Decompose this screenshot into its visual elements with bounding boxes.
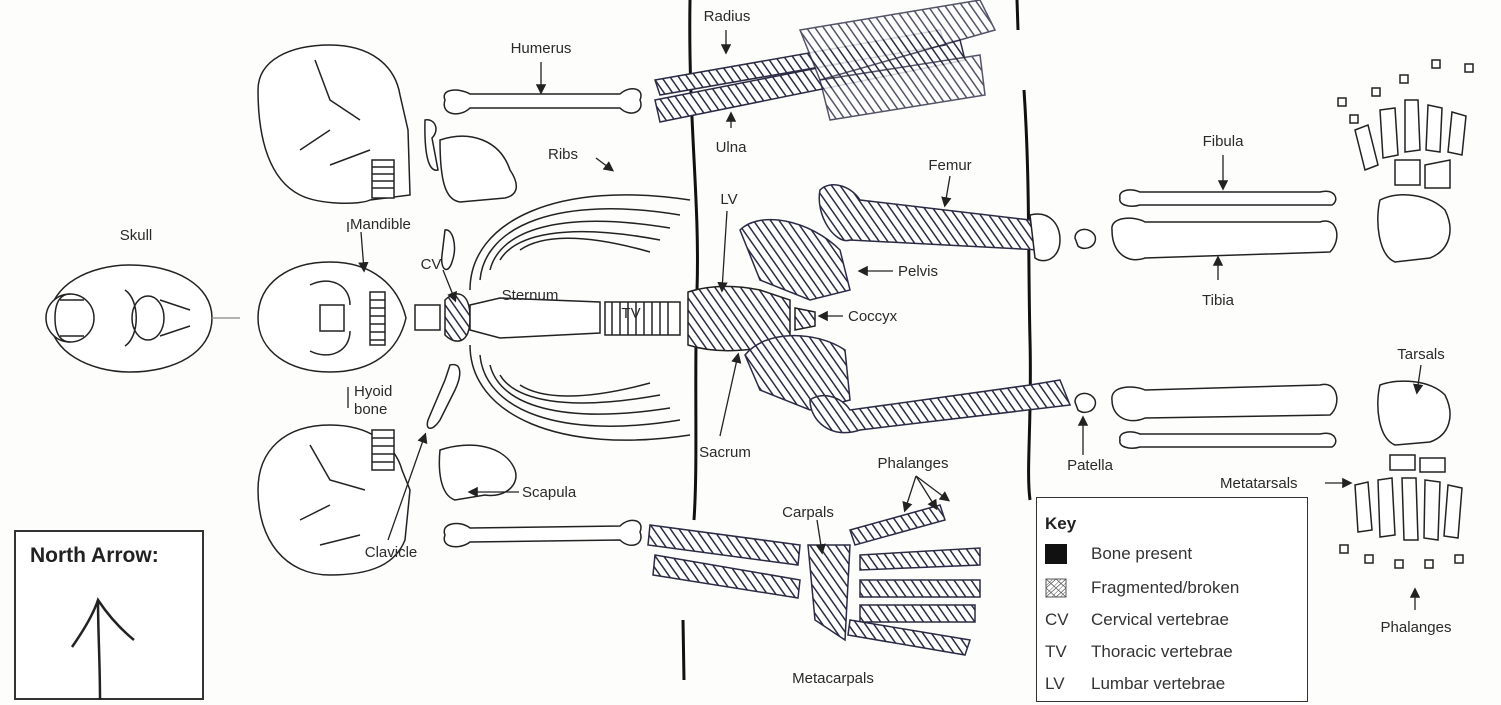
key-title: Key xyxy=(1045,514,1076,534)
label-sternum: Sternum xyxy=(502,287,559,304)
label-phalanges-hand: Phalanges xyxy=(878,455,949,472)
scapula-upper xyxy=(425,120,516,202)
north-arrow-icon xyxy=(16,572,206,702)
skull-upper xyxy=(258,45,410,203)
key-label: Bone present xyxy=(1091,544,1192,564)
label-pelvis: Pelvis xyxy=(898,263,938,280)
north-arrow-box: North Arrow: xyxy=(14,530,204,700)
label-ribs: Ribs xyxy=(548,146,578,163)
label-scapula: Scapula xyxy=(522,484,576,501)
key-label: Lumbar vertebrae xyxy=(1091,674,1225,694)
label-fibula: Fibula xyxy=(1203,133,1244,150)
key-symbol: LV xyxy=(1045,674,1067,694)
label-skull: Skull xyxy=(120,227,153,244)
label-metacarpals: Metacarpals xyxy=(792,670,874,687)
label-lv: LV xyxy=(720,191,737,208)
solid-swatch-icon xyxy=(1045,544,1067,564)
hatched-swatch-icon xyxy=(1045,578,1067,598)
foot-lower xyxy=(1340,381,1463,568)
leg-upper xyxy=(1112,190,1337,260)
key-symbol: TV xyxy=(1045,642,1067,662)
femur-lower xyxy=(810,380,1095,433)
label-tv: TV xyxy=(621,305,640,322)
forearm-lower xyxy=(648,505,980,655)
label-patella: Patella xyxy=(1067,457,1113,474)
north-arrow-title: North Arrow: xyxy=(30,544,159,568)
key-label: Fragmented/broken xyxy=(1091,578,1239,598)
label-metatarsals: Metatarsals xyxy=(1220,475,1298,492)
humerus-upper xyxy=(444,89,641,114)
label-humerus: Humerus xyxy=(511,40,572,57)
label-sacrum: Sacrum xyxy=(699,444,751,461)
spine xyxy=(415,286,815,350)
label-mandible: Mandible xyxy=(350,216,411,233)
label-cv: CV xyxy=(421,256,442,273)
legend-key: Key Bone present Fragmented/broken CV Ce… xyxy=(1036,497,1308,702)
label-coccyx: Coccyx xyxy=(848,308,897,325)
key-label: Thoracic vertebrae xyxy=(1091,642,1233,662)
label-hyoid-line1: Hyoid xyxy=(354,383,392,400)
humerus-lower xyxy=(444,520,641,546)
label-femur: Femur xyxy=(928,157,971,174)
label-hyoid-line2: bone xyxy=(354,401,387,418)
leg-lower xyxy=(1112,384,1337,448)
label-phalanges-foot: Phalanges xyxy=(1381,619,1452,636)
label-clavicle: Clavicle xyxy=(365,544,418,561)
foot-upper xyxy=(1338,60,1473,262)
skull-middle xyxy=(258,262,406,372)
label-carpals: Carpals xyxy=(782,504,834,521)
key-symbol: CV xyxy=(1045,610,1067,630)
label-ulna: Ulna xyxy=(716,139,747,156)
key-label: Cervical vertebrae xyxy=(1091,610,1229,630)
label-radius: Radius xyxy=(704,8,751,25)
label-tarsals: Tarsals xyxy=(1397,346,1445,363)
skull-top-view xyxy=(46,265,240,372)
femur-upper xyxy=(819,185,1095,261)
label-tibia: Tibia xyxy=(1202,292,1234,309)
